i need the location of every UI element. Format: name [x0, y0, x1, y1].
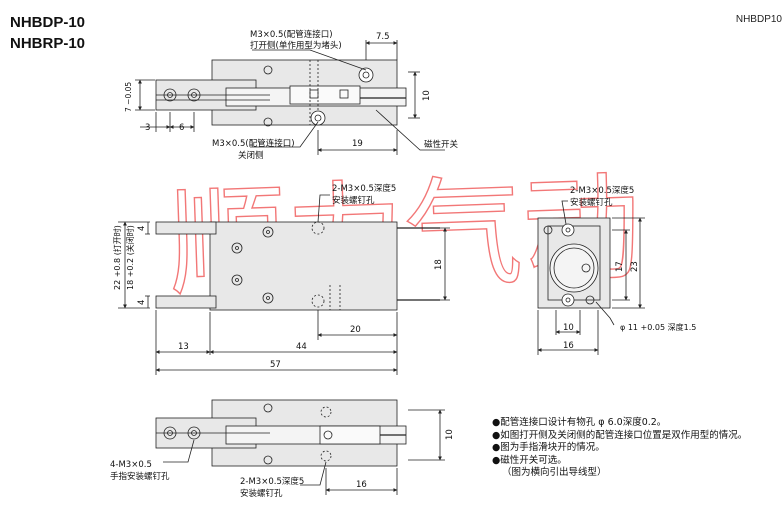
bottom-view: [155, 399, 445, 495]
note-item: ●图为手指滑块开的情况。: [492, 442, 605, 453]
note-item: ●如图打开侧及关闭侧的配管连接口位置是双作用型的情况。: [492, 429, 748, 441]
bottom-dim-10: 10: [445, 429, 455, 440]
model-title-1: NHBDP-10: [10, 14, 86, 31]
mid-dim-20: 20: [350, 325, 361, 335]
bottom-finger-hole-label-2: 手指安装螺钉孔: [110, 471, 170, 482]
top-dim-19: 19: [352, 139, 363, 149]
side-dim-16: 16: [563, 341, 574, 351]
note-item: ●磁性开关可选。: [492, 454, 567, 466]
notes-list: ●配管连接口设计有物孔 φ 6.0深度0.2。 ●如图打开侧及关闭侧的配管连接口…: [492, 417, 747, 480]
mid-dim-18: 18 +0.2 (关闭时): [125, 225, 135, 290]
side-mount-hole-label-2: 安装螺钉孔: [570, 197, 613, 208]
mid-dim-22: 22 +0.8 (打开时): [112, 225, 122, 290]
bottom-dim-16: 16: [356, 480, 367, 490]
top-port-close-label-1: M3×0.5(配管连接口): [212, 138, 295, 149]
note-item: （图为横向引出导线型）: [502, 467, 607, 478]
top-port-close-label-2: 关闭侧: [238, 150, 264, 161]
top-port-open-label-2: 打开侧(单作用型为堵头): [250, 40, 342, 51]
top-dim-10: 10: [422, 90, 432, 101]
mid-dim-13: 13: [178, 342, 189, 352]
side-dim-10: 10: [563, 323, 574, 333]
mid-dim-4a: 4: [137, 226, 147, 231]
mid-dim-18v: 18: [434, 259, 444, 270]
mid-dim-57: 57: [270, 360, 281, 370]
middle-view: [118, 194, 450, 375]
bottom-mount-hole-label-2: 安装螺钉孔: [240, 488, 283, 499]
side-bore-label: φ 11 +0.05 深度1.5: [620, 322, 696, 332]
mid-dim-44: 44: [296, 342, 307, 352]
mid-mount-hole-label-1: 2-M3×0.5深度5: [332, 183, 396, 194]
note-item: ●配管连接口设计有物孔 φ 6.0深度0.2。: [492, 417, 667, 428]
top-switch-label: 磁性开关: [424, 139, 459, 150]
side-dim-17: 17: [615, 261, 625, 272]
side-mount-hole-label-1: 2-M3×0.5深度5: [570, 185, 634, 196]
top-dim-7: 7 −0.05: [124, 82, 133, 112]
bottom-mount-hole-label-1: 2-M3×0.5深度5: [240, 476, 304, 487]
model-title-2: NHBRP-10: [10, 35, 86, 52]
side-view: [537, 200, 645, 355]
bottom-finger-hole-label-1: 4-M3×0.5: [110, 460, 152, 470]
mid-mount-hole-label-2: 安装螺钉孔: [332, 195, 375, 206]
top-dim-3: 3: [145, 123, 150, 133]
top-dim-7-5: 7.5: [376, 32, 390, 42]
top-view: [135, 40, 445, 155]
side-dim-23: 23: [630, 261, 640, 272]
mid-dim-4b: 4: [137, 300, 147, 305]
corner-label: NHBDP10: [735, 14, 782, 25]
top-port-open-label-1: M3×0.5(配管连接口): [250, 29, 333, 40]
top-dim-6: 6: [179, 123, 184, 133]
